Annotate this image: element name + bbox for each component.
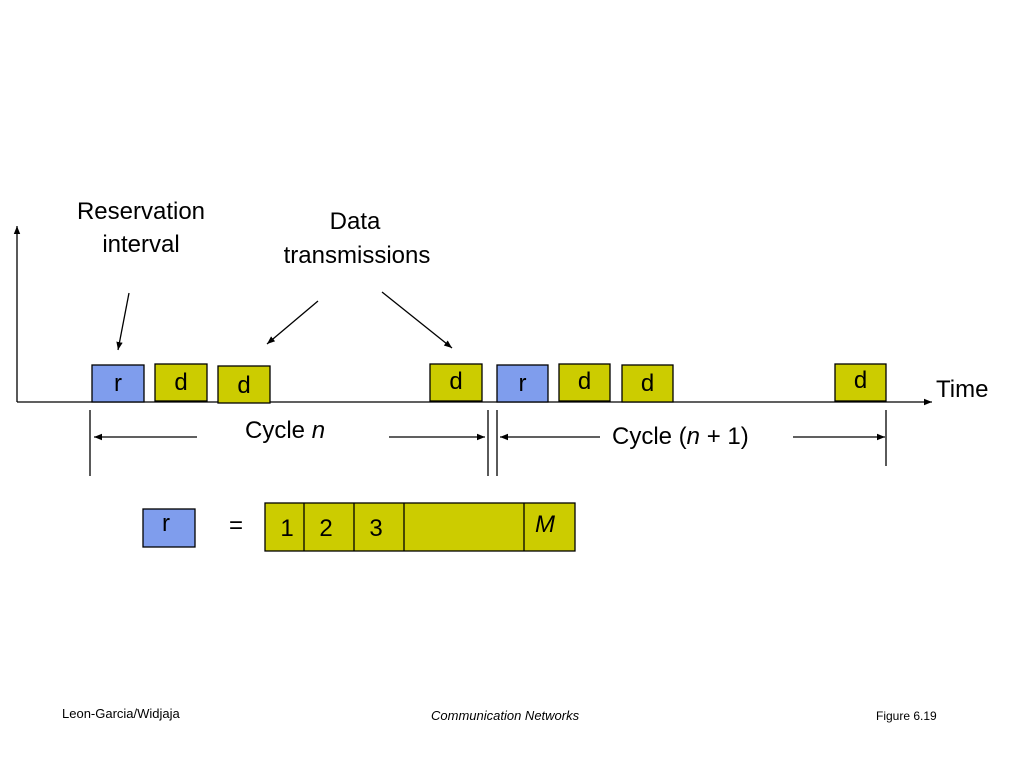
reservation-slot-5 — [496, 364, 549, 403]
reservation-legend-box — [142, 508, 196, 548]
data-transmissions-label-line2: transmissions — [284, 242, 431, 269]
data-slot-7 — [621, 364, 674, 403]
data-slot-label-3: d — [237, 372, 250, 399]
minislot-2-label: 2 — [319, 515, 332, 542]
data-slot-label-7: d — [641, 370, 654, 397]
reservation-slot-label-1: r — [114, 370, 122, 397]
cycle-n-label: Cycle n — [245, 417, 325, 444]
reservation-interval-label-line2: interval — [102, 231, 179, 258]
equals-sign: = — [229, 512, 243, 539]
data-slot-6 — [558, 363, 611, 402]
reservation-legend-label: r — [162, 510, 170, 537]
data-slot-8 — [834, 363, 887, 402]
data-slot-label-2: d — [174, 369, 187, 396]
data-slot-4 — [429, 363, 483, 402]
minislot-3-label: 3 — [369, 515, 382, 542]
time-axis-label: Time — [936, 376, 988, 403]
data-pointer-arrow-right — [381, 291, 453, 349]
reservation-interval-label-line1: Reservation — [77, 198, 205, 225]
data-slot-label-4: d — [449, 368, 462, 395]
minislot-frame — [264, 502, 576, 552]
data-slot-label-6: d — [578, 368, 591, 395]
data-slot-2 — [154, 363, 208, 402]
reservation-slot-1 — [91, 364, 145, 403]
minislot-1-label: 1 — [280, 515, 293, 542]
footer-author: Leon-Garcia/Widjaja — [62, 706, 180, 721]
reservation-slot-label-5: r — [519, 370, 527, 397]
data-slot-3 — [217, 365, 271, 404]
reservation-pointer-arrow — [116, 292, 130, 351]
footer-book-title: Communication Networks — [431, 708, 580, 723]
minislot-m-label: M — [535, 511, 555, 538]
data-transmissions-label-line1: Data — [330, 208, 381, 235]
cycle-n1-label: Cycle (n + 1) — [612, 423, 749, 450]
data-pointer-arrow-left — [266, 300, 319, 345]
data-slot-label-8: d — [854, 367, 867, 394]
footer-figure-number: Figure 6.19 — [876, 709, 937, 723]
